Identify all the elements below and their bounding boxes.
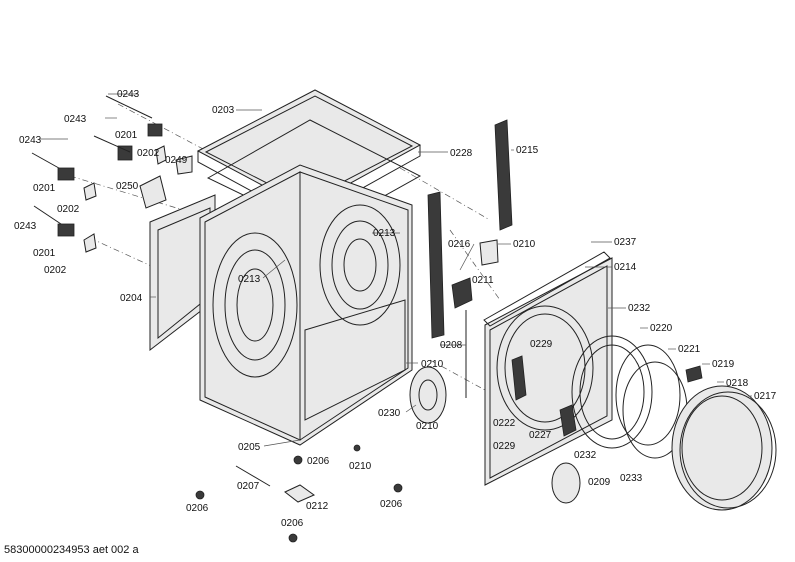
part-0209-cover [551, 462, 581, 504]
label-0232a: 0232 [628, 303, 651, 314]
label-0217: 0217 [754, 391, 777, 402]
part-0214-front-panel [484, 257, 613, 486]
label-0237: 0237 [614, 237, 637, 248]
part-0219-hinge [685, 365, 703, 383]
part-0205-housing [199, 164, 413, 446]
part-0237-strip [483, 251, 611, 327]
label-0202a: 0202 [137, 148, 160, 159]
label-0211: 0211 [472, 275, 494, 286]
label-0229a: 0229 [530, 339, 553, 350]
label-0202c: 0202 [44, 265, 67, 276]
label-0201c: 0201 [33, 248, 56, 259]
label-0207: 0207 [237, 481, 260, 492]
label-0206a: 0206 [307, 456, 330, 467]
part-0218-door-ring [671, 385, 773, 511]
part-0221-clamp [615, 344, 681, 446]
label-0205: 0205 [238, 442, 261, 453]
label-0243d: 0243 [14, 221, 37, 232]
label-0212: 0212 [306, 501, 329, 512]
label-0206b: 0206 [186, 503, 209, 514]
label-0202b: 0202 [57, 204, 80, 215]
part-0213-strut [427, 191, 445, 339]
label-0203: 0203 [212, 105, 235, 116]
label-0250: 0250 [116, 181, 139, 192]
label-0206c: 0206 [380, 499, 403, 510]
part-0215-bracket [494, 119, 513, 231]
label-0243c: 0243 [19, 135, 42, 146]
label-0230: 0230 [378, 408, 401, 419]
label-0206d: 0206 [281, 518, 304, 529]
label-0210c: 0210 [416, 421, 439, 432]
label-0243b: 0243 [64, 114, 87, 125]
part-0216-switch [479, 239, 499, 266]
label-0233: 0233 [620, 473, 643, 484]
label-0222: 0222 [493, 418, 516, 429]
label-0201b: 0201 [33, 183, 56, 194]
label-0213b: 0213 [238, 274, 261, 285]
label-0210b: 0210 [421, 359, 444, 370]
diagram-id: 58300000234953 aet 002 a [4, 544, 139, 556]
label-0227: 0227 [529, 430, 552, 441]
leader-lines [40, 93, 752, 447]
label-0208: 0208 [440, 340, 463, 351]
part-0227-bracket [559, 404, 577, 437]
label-0210d: 0210 [349, 461, 372, 472]
label-0204: 0204 [120, 293, 143, 304]
label-0201a: 0201 [115, 130, 138, 141]
part-labels: 0243 0201 0243 0202 0249 0243 0201 0250 … [14, 89, 777, 529]
part-hinges-left [31, 95, 193, 253]
label-0219: 0219 [712, 359, 735, 370]
part-0230-pump [409, 366, 447, 424]
label-0213a: 0213 [373, 228, 396, 239]
label-0220: 0220 [650, 323, 673, 334]
label-0221: 0221 [678, 344, 701, 355]
part-0220-bellow [571, 335, 653, 449]
label-0216: 0216 [448, 239, 471, 250]
label-0214: 0214 [614, 262, 637, 273]
part-0222-handle [511, 355, 527, 401]
label-0249: 0249 [165, 155, 188, 166]
label-0210a: 0210 [513, 239, 536, 250]
label-0229b: 0229 [493, 441, 516, 452]
label-0215: 0215 [516, 145, 539, 156]
part-0211-lock [451, 277, 473, 309]
label-0218: 0218 [726, 378, 749, 389]
label-0243a: 0243 [117, 89, 140, 100]
part-feet-screws [195, 444, 403, 543]
label-0209: 0209 [588, 477, 611, 488]
label-0232b: 0232 [574, 450, 597, 461]
label-0228: 0228 [450, 148, 473, 159]
part-0217-door-ring [679, 391, 777, 509]
